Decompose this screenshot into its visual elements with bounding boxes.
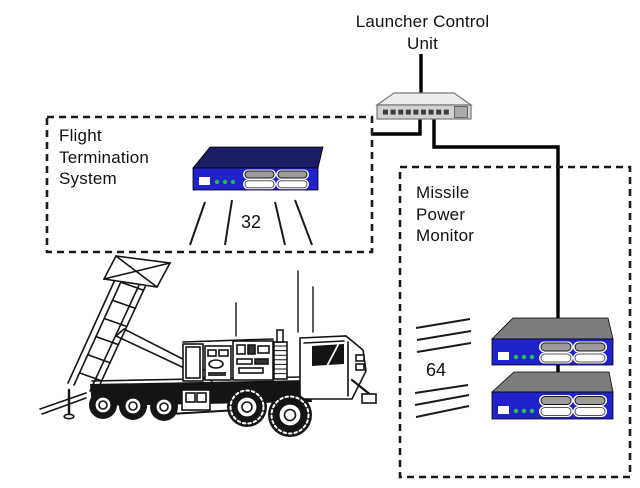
lcu-label-line2: Unit [406, 33, 439, 53]
mpm-label-line2: Power [416, 204, 466, 224]
cable-hub-to-mpm [432, 117, 560, 320]
fts-fan-lines-32 [189, 199, 313, 246]
fts-cable-count: 32 [240, 212, 262, 232]
launcher-control-unit-label: Launcher Control Unit [330, 11, 515, 54]
fts-rack-device-icon [192, 146, 324, 191]
mpm-fan-lines-64 [414, 318, 472, 418]
thaad-launcher-truck-illustration [39, 255, 377, 437]
cable-hub-to-fts [371, 117, 422, 136]
mpm-label-line1: Missile [416, 183, 470, 202]
mpm-cable-count: 64 [425, 360, 447, 380]
ethernet-hub-icon [375, 92, 473, 120]
fts-label-line3: System [59, 169, 117, 188]
flight-termination-system-label: Flight Termination System [59, 125, 149, 190]
missile-power-monitor-label: Missile Power Monitor [416, 182, 474, 247]
lcu-label-line1: Launcher Control [355, 12, 490, 31]
fts-label-line1: Flight [59, 126, 102, 145]
mpm-rack-device-1-icon [491, 317, 614, 366]
fts-label-line2: Termination [59, 147, 150, 167]
mpm-box [398, 165, 632, 479]
mpm-label-line3: Monitor [416, 226, 475, 245]
fts-box [45, 115, 374, 254]
mpm-rack-device-2-icon [490, 371, 614, 420]
